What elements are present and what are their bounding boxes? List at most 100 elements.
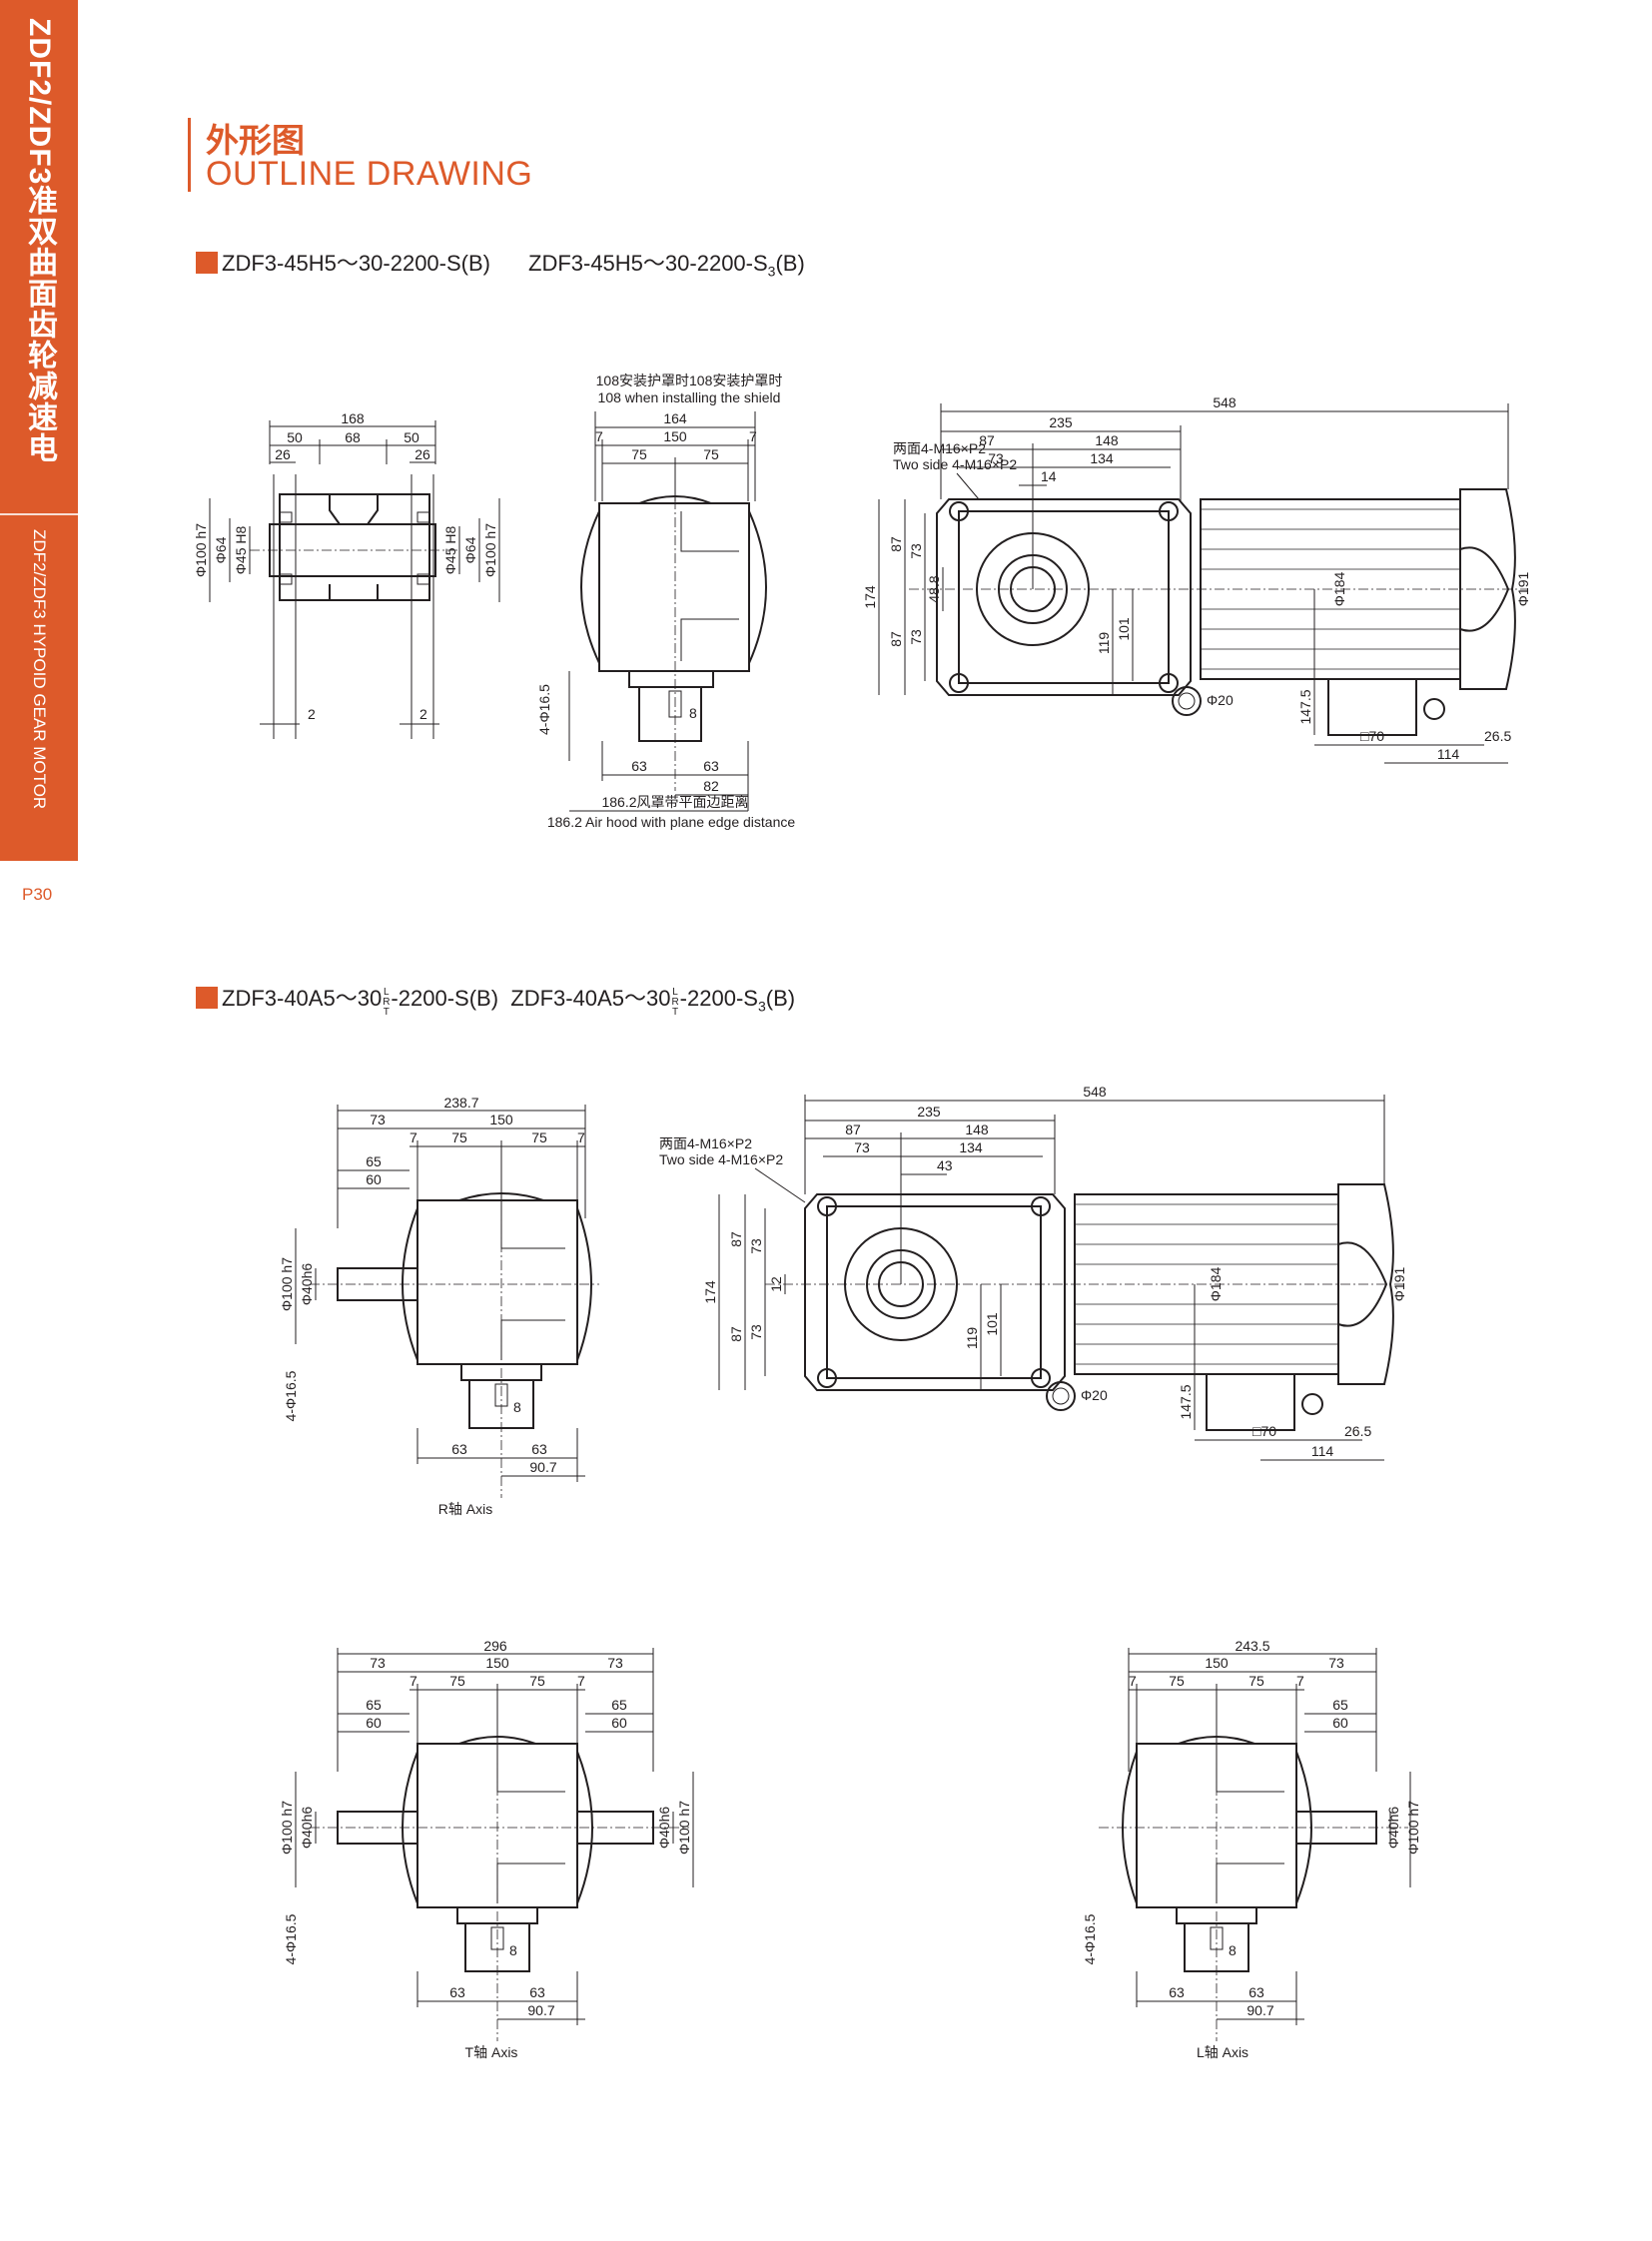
section1-front-view: 548 235 87 148 73 134 14 两面4-M16×P2 Two … <box>862 394 1531 764</box>
svg-text:63: 63 <box>703 758 719 774</box>
svg-text:75: 75 <box>531 1129 547 1145</box>
svg-text:7: 7 <box>595 428 603 444</box>
svg-text:60: 60 <box>366 1171 382 1187</box>
svg-text:87: 87 <box>979 432 995 448</box>
svg-text:101: 101 <box>984 1312 1000 1336</box>
section-marker <box>196 987 218 1009</box>
page-title-en: OUTLINE DRAWING <box>206 155 533 193</box>
svg-text:两面4-M16×P2: 两面4-M16×P2 <box>659 1135 752 1151</box>
svg-text:108 when installing the shield: 108 when installing the shield <box>598 389 781 405</box>
svg-text:63: 63 <box>1169 1984 1185 2000</box>
svg-text:134: 134 <box>1090 450 1114 466</box>
svg-text:8: 8 <box>1229 1942 1237 1958</box>
svg-text:90.7: 90.7 <box>529 1459 556 1475</box>
svg-text:Φ20: Φ20 <box>1207 692 1234 708</box>
svg-text:63: 63 <box>1248 1984 1264 2000</box>
svg-text:□70: □70 <box>1252 1423 1276 1439</box>
svg-text:R轴 Axis: R轴 Axis <box>438 1501 492 1517</box>
svg-text:Φ40h6: Φ40h6 <box>299 1807 315 1850</box>
section-marker <box>196 252 218 274</box>
svg-text:Φ100 h7: Φ100 h7 <box>279 1257 295 1311</box>
svg-text:两面4-M16×P2: 两面4-M16×P2 <box>893 440 986 456</box>
svg-text:75: 75 <box>1169 1673 1185 1689</box>
svg-text:548: 548 <box>1083 1084 1107 1100</box>
svg-text:L轴 Axis: L轴 Axis <box>1197 2044 1248 2060</box>
svg-text:Φ100 h7: Φ100 h7 <box>676 1801 692 1855</box>
model-b: ZDF3-45H5～30-2200-S <box>528 251 768 276</box>
svg-text:14: 14 <box>1041 468 1057 484</box>
svg-text:8: 8 <box>689 705 697 721</box>
svg-text:63: 63 <box>449 1984 465 2000</box>
svg-text:238.7: 238.7 <box>443 1095 478 1111</box>
svg-text:7: 7 <box>1129 1673 1137 1689</box>
svg-text:Φ64: Φ64 <box>213 536 229 563</box>
svg-text:87: 87 <box>888 536 904 552</box>
svg-text:243.5: 243.5 <box>1235 1638 1269 1654</box>
svg-text:73: 73 <box>370 1112 386 1127</box>
model-a: ZDF3-45H5～30-2200-S(B) <box>222 251 490 276</box>
l-axis-view: 243.5 150 73 7 75 75 7 65 60 Φ40h6 Φ100 … <box>1082 1638 1421 2060</box>
svg-text:148: 148 <box>1095 432 1119 448</box>
svg-text:75: 75 <box>631 446 647 462</box>
svg-text:4-Φ16.5: 4-Φ16.5 <box>1082 1913 1098 1964</box>
svg-text:119: 119 <box>1096 632 1112 655</box>
svg-text:T轴 Axis: T轴 Axis <box>465 2044 518 2060</box>
svg-text:73: 73 <box>1328 1655 1344 1671</box>
svg-text:65: 65 <box>366 1697 382 1713</box>
svg-text:Φ100 h7: Φ100 h7 <box>279 1801 295 1855</box>
svg-text:Two side 4-M16×P2: Two side 4-M16×P2 <box>659 1151 783 1167</box>
svg-text:150: 150 <box>485 1655 509 1671</box>
svg-text:4-Φ16.5: 4-Φ16.5 <box>536 684 552 735</box>
svg-text:43: 43 <box>937 1157 953 1173</box>
t-axis-view: 296 73 150 73 7 75 75 7 65 60 65 60 Φ100… <box>279 1638 694 2060</box>
svg-text:63: 63 <box>531 1441 547 1457</box>
svg-text:65: 65 <box>1332 1697 1348 1713</box>
svg-text:Φ184: Φ184 <box>1331 572 1347 607</box>
svg-text:60: 60 <box>1332 1715 1348 1731</box>
svg-text:114: 114 <box>1437 746 1460 762</box>
svg-text:150: 150 <box>489 1112 513 1127</box>
svg-text:50: 50 <box>287 429 303 445</box>
svg-text:Φ191: Φ191 <box>1391 1267 1407 1302</box>
svg-text:26: 26 <box>414 446 430 462</box>
series-title-en: ZDF2/ZDF3 HYPOID GEAR MOTOR <box>30 529 49 810</box>
section2-front-view: 548 235 87 148 73 134 43 两面4-M16×P2 Two … <box>659 1084 1407 1461</box>
svg-text:7: 7 <box>577 1673 585 1689</box>
series-sidebar: ZDF2/ZDF3准双曲面齿轮减速电机 ZDF2/ZDF3 HYPOID GEA… <box>0 0 78 859</box>
svg-text:26.5: 26.5 <box>1344 1423 1371 1439</box>
svg-text:Φ191: Φ191 <box>1515 572 1531 607</box>
svg-text:12: 12 <box>768 1276 784 1292</box>
svg-text:101: 101 <box>1116 617 1132 641</box>
svg-text:Φ20: Φ20 <box>1081 1387 1108 1403</box>
svg-text:Φ100 h7: Φ100 h7 <box>1405 1801 1421 1855</box>
svg-text:73: 73 <box>988 450 1004 466</box>
svg-text:168: 168 <box>341 410 365 426</box>
page-number: P30 <box>22 885 53 904</box>
svg-text:7: 7 <box>1296 1673 1304 1689</box>
svg-text:82: 82 <box>703 778 719 794</box>
page-title-cn: 外形图 <box>206 122 305 159</box>
svg-text:Two side 4-M16×P2: Two side 4-M16×P2 <box>893 456 1017 472</box>
svg-text:26: 26 <box>275 446 291 462</box>
svg-text:87: 87 <box>888 631 904 647</box>
svg-text:114: 114 <box>1311 1443 1334 1459</box>
svg-text:134: 134 <box>959 1139 983 1155</box>
svg-text:48.8: 48.8 <box>926 575 942 602</box>
svg-text:60: 60 <box>611 1715 627 1731</box>
svg-text:Φ64: Φ64 <box>462 536 478 563</box>
svg-text:75: 75 <box>1248 1673 1264 1689</box>
svg-text:Φ40h6: Φ40h6 <box>1385 1807 1401 1850</box>
svg-text:174: 174 <box>862 585 878 609</box>
svg-text:50: 50 <box>404 429 419 445</box>
header-accent-bar <box>188 118 191 192</box>
svg-text:8: 8 <box>513 1399 521 1415</box>
section1-shaft-view: 168 50 68 50 26 26 2 2 Φ100 h7 Φ64 Φ45 H… <box>193 410 500 739</box>
svg-text:174: 174 <box>702 1280 718 1304</box>
svg-text:8: 8 <box>509 1942 517 1958</box>
svg-text:296: 296 <box>483 1638 507 1654</box>
svg-text:60: 60 <box>366 1715 382 1731</box>
svg-text:4-Φ16.5: 4-Φ16.5 <box>283 1370 299 1421</box>
svg-text:4-Φ16.5: 4-Φ16.5 <box>283 1913 299 1964</box>
svg-text:Φ45 H8: Φ45 H8 <box>442 526 458 575</box>
